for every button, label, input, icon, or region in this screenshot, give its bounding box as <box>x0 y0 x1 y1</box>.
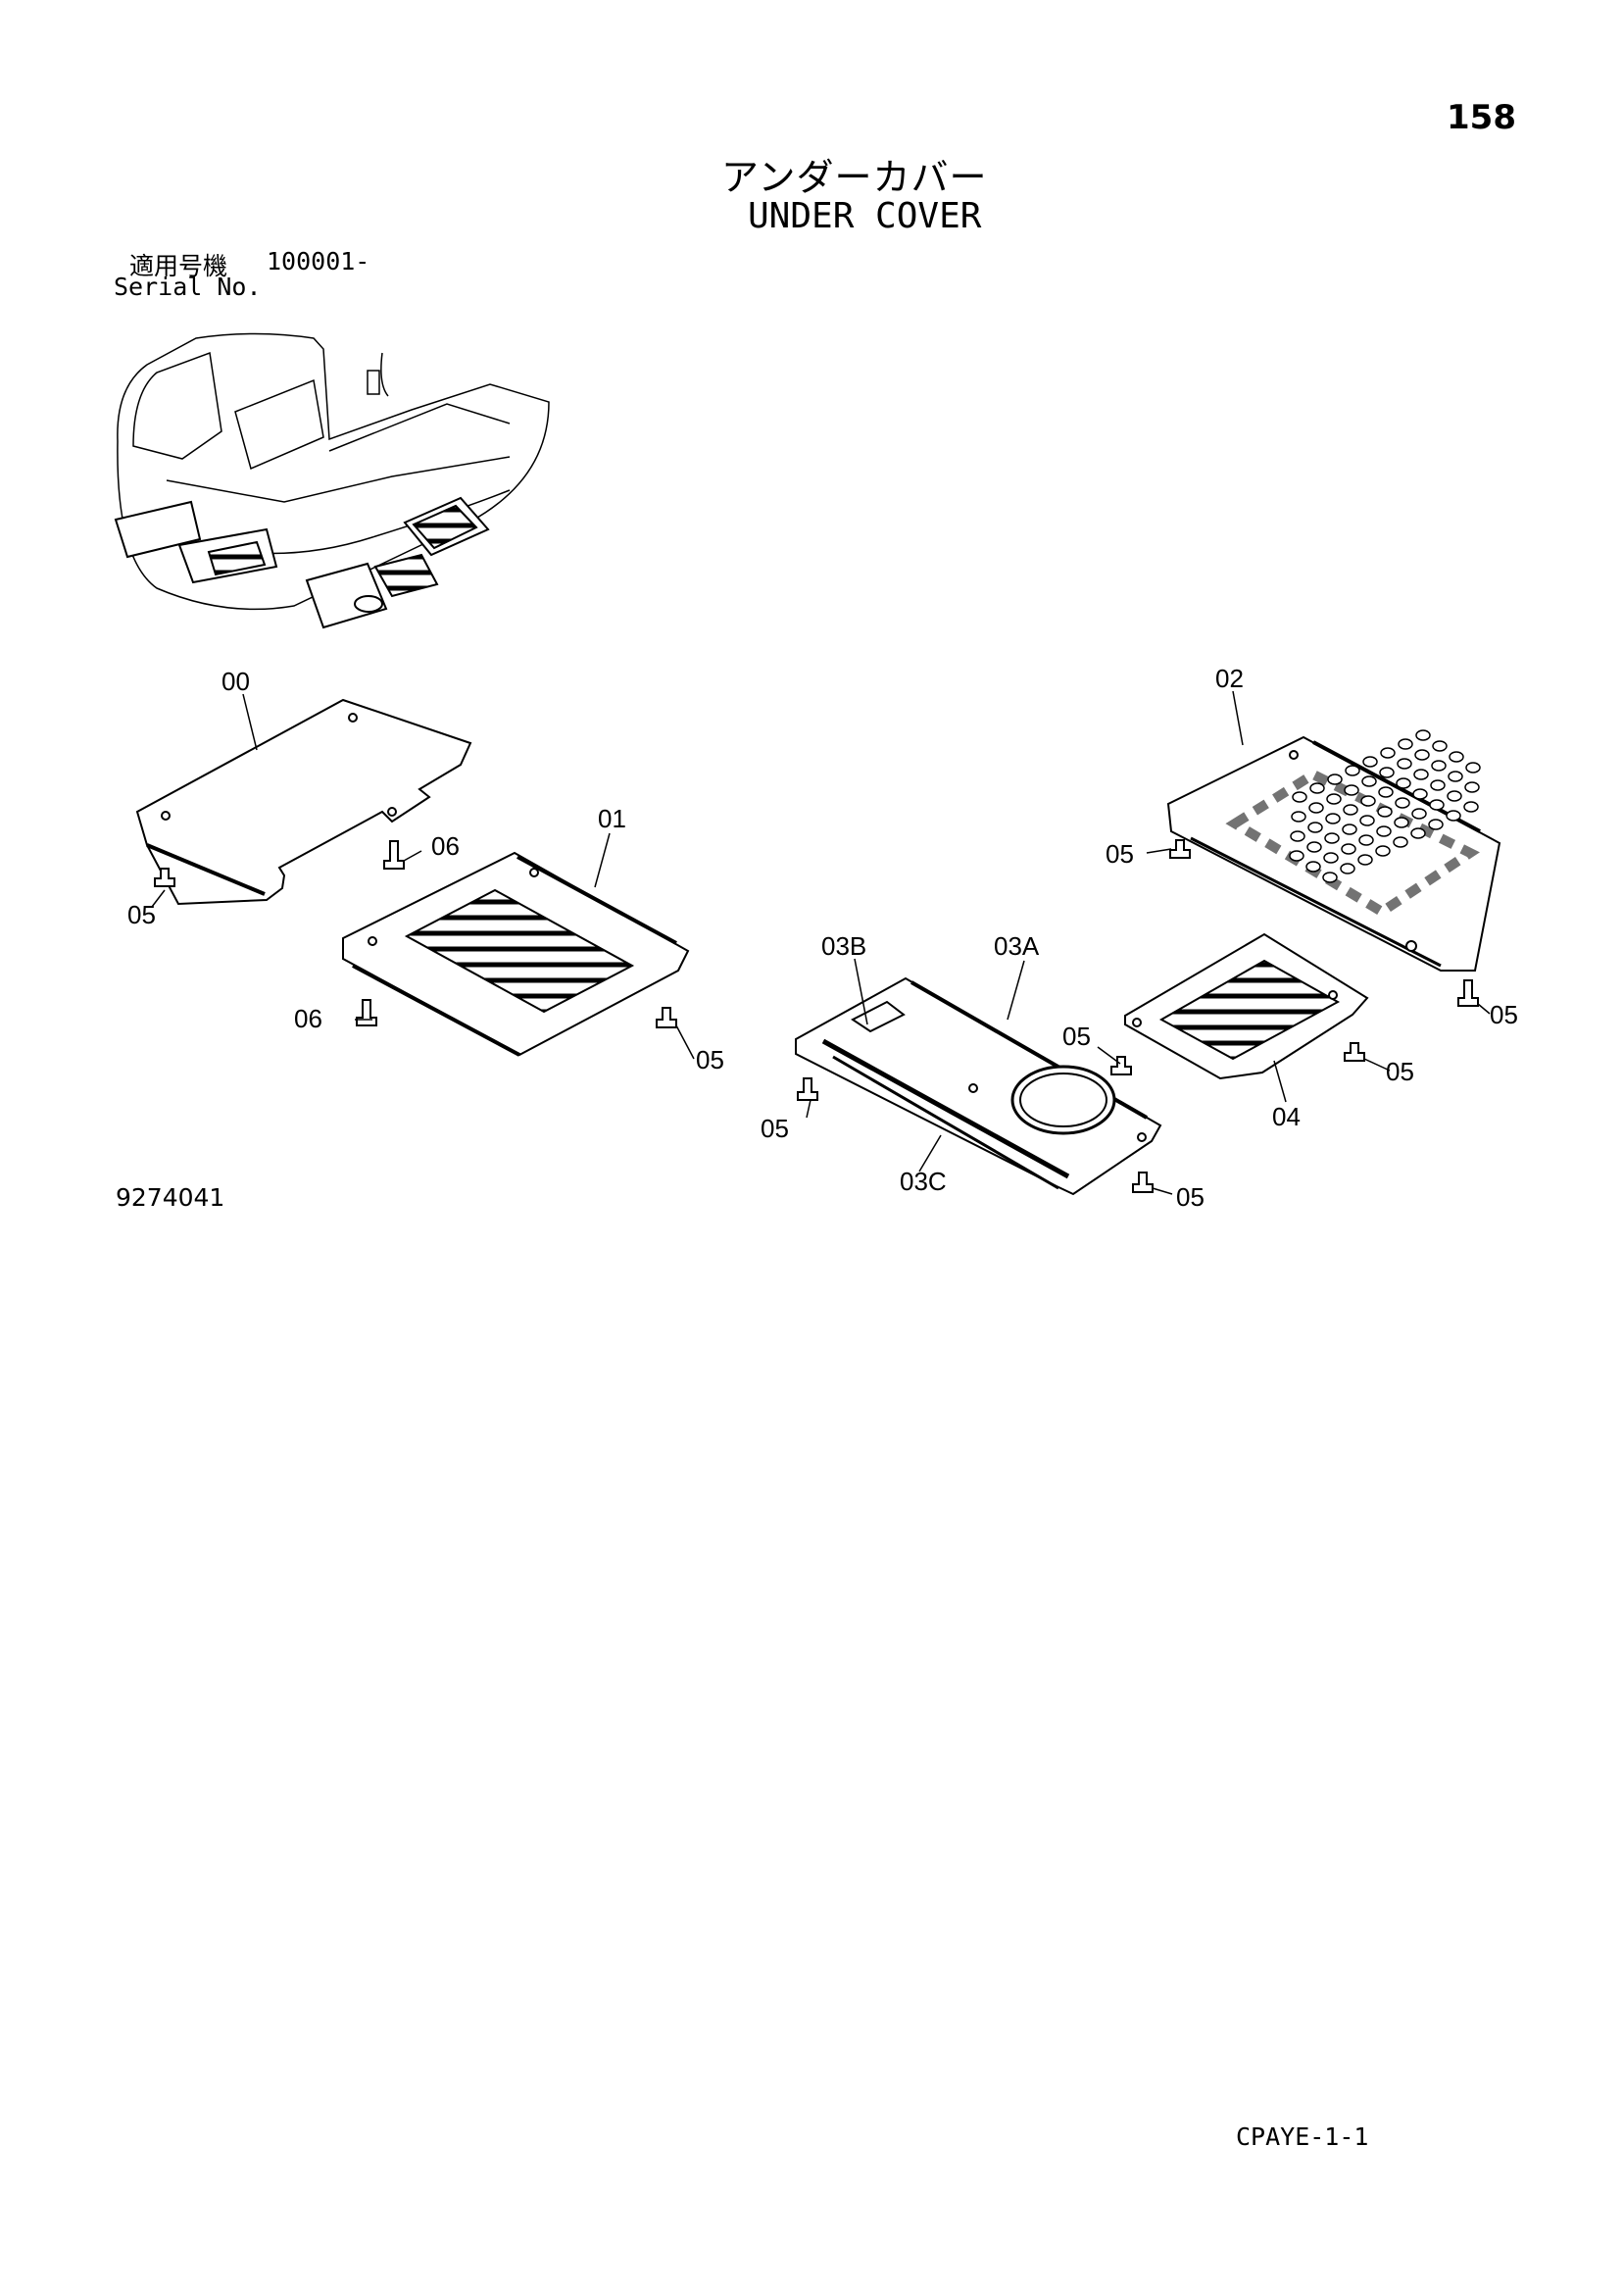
perforation-hole <box>1396 777 1411 789</box>
perforation-hole <box>1447 790 1462 802</box>
figure-id: 9274041 <box>116 1183 225 1212</box>
perforation-hole <box>1414 749 1430 761</box>
excavator-overview <box>117 332 550 611</box>
perforation-hole <box>1358 834 1374 846</box>
perforation-hole <box>1326 793 1342 805</box>
perforation-hole <box>1305 861 1321 873</box>
perforation-hole <box>1393 836 1408 848</box>
perforation-hole <box>1291 811 1306 823</box>
perforation-hole <box>1361 775 1377 787</box>
serial-number: 100001- <box>267 247 370 275</box>
perforation-hole <box>1357 854 1373 866</box>
perforation-hole <box>1344 784 1359 796</box>
serial-label-japanese: 適用号機 <box>129 252 228 280</box>
perforation-hole <box>1394 817 1409 828</box>
callout-05: 05 <box>1062 1022 1091 1051</box>
page-number: 158 <box>1447 98 1516 137</box>
perforation-hole <box>1449 751 1464 763</box>
callout-04: 04 <box>1272 1102 1301 1131</box>
perforation-hole <box>1325 813 1341 824</box>
plate-00 <box>135 698 472 906</box>
callout-06: 06 <box>431 831 460 861</box>
perforation-hole <box>1397 758 1412 770</box>
perforation-hole <box>1412 788 1428 800</box>
perforation-hole <box>1345 765 1360 776</box>
perforation-hole <box>1464 781 1480 793</box>
callout-03a: 03A <box>994 931 1040 961</box>
callout-03c: 03C <box>900 1167 947 1196</box>
perforation-hole <box>1380 747 1396 759</box>
perforation-hole <box>1411 808 1427 820</box>
perforation-hole <box>1446 810 1461 822</box>
perforation-hole <box>1359 815 1375 826</box>
perforation-hole <box>1323 852 1339 864</box>
callout-05: 05 <box>1106 839 1134 869</box>
perforation-hole <box>1340 863 1355 874</box>
perforation-hole <box>1309 782 1325 794</box>
perforation-hole <box>1375 845 1391 857</box>
perforation-hole <box>1362 756 1378 768</box>
perforation-hole <box>1465 762 1481 774</box>
callout-05: 05 <box>761 1114 789 1143</box>
perforation-hole <box>1415 729 1431 741</box>
perforation-hole <box>1308 802 1324 814</box>
plate-01 <box>342 851 690 1057</box>
perforation-hole <box>1360 795 1376 807</box>
plate-04 <box>1124 932 1369 1080</box>
callout-01: 01 <box>598 804 626 833</box>
callout-03b: 03B <box>821 931 866 961</box>
title-english: UNDER COVER <box>748 196 982 236</box>
perforation-hole <box>1379 767 1395 778</box>
perforation-hole <box>1290 830 1305 842</box>
callout-00: 00 <box>221 667 250 696</box>
perforation-hole <box>1307 822 1323 833</box>
perforation-hole <box>1463 801 1479 813</box>
serial-label-english: Serial No. <box>114 273 262 301</box>
perforation-hole <box>1292 791 1307 803</box>
perforation-hole <box>1341 843 1356 855</box>
perforation-hole <box>1322 872 1338 883</box>
perforation-hole <box>1431 760 1447 772</box>
plate-02-holes <box>1289 729 1481 883</box>
perforation-hole <box>1324 832 1340 844</box>
perforation-hole <box>1448 771 1463 782</box>
callout-02: 02 <box>1215 664 1244 693</box>
perforation-hole <box>1398 738 1413 750</box>
callout-06: 06 <box>294 1004 322 1033</box>
perforation-hole <box>1413 769 1429 780</box>
sheet-code: CPAYE-1-1 <box>1236 2122 1369 2151</box>
overview-cover-highlights <box>114 496 490 629</box>
callout-05: 05 <box>1176 1182 1205 1212</box>
perforation-hole <box>1410 827 1426 839</box>
perforation-hole <box>1378 786 1394 798</box>
leader-lines <box>151 690 1491 1195</box>
perforation-hole <box>1428 819 1444 830</box>
callout-05: 05 <box>696 1045 724 1074</box>
perforation-hole <box>1395 797 1410 809</box>
perforation-hole <box>1432 740 1448 752</box>
perforation-hole <box>1289 850 1304 862</box>
perforation-hole <box>1342 824 1357 835</box>
perforation-hole <box>1429 799 1445 811</box>
callout-05: 05 <box>127 900 156 929</box>
perforation-hole <box>1306 841 1322 853</box>
title-japanese: アンダーカバー <box>721 156 988 199</box>
perforation-hole <box>1327 774 1343 785</box>
plate-03 <box>795 976 1162 1196</box>
perforation-hole <box>1377 806 1393 818</box>
perforation-hole <box>1376 825 1392 837</box>
bolts <box>154 839 1479 1193</box>
callout-05: 05 <box>1386 1057 1414 1086</box>
callout-05: 05 <box>1490 1000 1518 1029</box>
perforation-hole <box>1430 779 1446 791</box>
perforation-hole <box>1343 804 1358 816</box>
